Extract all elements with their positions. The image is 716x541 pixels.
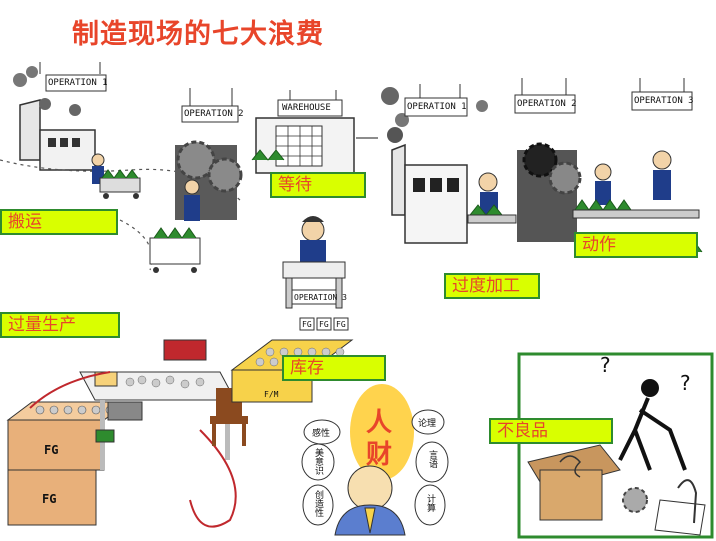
sign-op2-right-text: OPERATION 2 [517,99,577,109]
warehouse-building [251,90,355,174]
factory-op1-right [391,143,468,244]
sign-op1-right-text: OPERATION 1 [407,102,467,112]
fg-label-3: FG [336,320,346,329]
sign-op1-left [39,62,107,92]
gear-machine-op2-left [175,140,243,220]
talent-char-top: 人 [366,408,393,438]
svg-text:?: ? [600,353,611,377]
label-inventory: 库存 [282,355,386,381]
trait-sensibility: 感性 [312,429,331,439]
fg-label-1: FG [302,320,312,329]
fg-crates [6,401,130,526]
worker-with-cart-2 [149,179,201,273]
workbench-parts [79,339,236,470]
fg-label-2: FG [319,320,329,329]
label-motion: 动作 [574,232,698,258]
trait-creativity: 创造性 [313,490,323,517]
talent-figure [301,384,449,536]
trait-aesthetics: 美意识 [313,448,323,475]
over-processing-worker [467,172,517,224]
sign-op2-right [514,78,576,114]
worker-with-cart [91,153,141,199]
waiting-worker-desk [282,216,349,331]
label-defects: 不良品 [489,418,613,444]
sign-op2-left-text: OPERATION 2 [184,109,244,119]
sign-op3-right [631,78,693,111]
fg-crate-label-2: FG [42,492,57,506]
fg-crate-label-1: FG [44,443,59,457]
defects-scene: ? ? [527,353,706,536]
sign-op2-left [181,88,239,123]
trait-logic: 论理 [418,419,437,429]
defects-frame [517,352,714,539]
talent-char-bottom: 财 [366,440,393,470]
sign-op3-right-text: OPERATION 3 [634,96,694,106]
trait-calculation: 计算 [425,494,435,512]
sign-op1-left-text: OPERATION 1 [48,78,108,88]
label-transport: 搬运 [0,209,118,235]
label-waiting: 等待 [270,172,366,198]
factory-op1-left [13,66,96,171]
gear-machine-op2-right [517,142,582,242]
sign-op1-right [404,84,468,117]
motion-workers [572,150,703,253]
label-over-production: 过量生产 [0,312,120,338]
trait-language: 言语 [427,450,437,468]
page-title: 制造现场的七大浪费 [72,19,324,50]
label-over-processing: 过度加工 [444,273,540,299]
fm-crate-label: F/M [264,390,279,399]
svg-text:?: ? [680,371,691,395]
sign-warehouse-text: WAREHOUSE [282,103,331,113]
sign-op3-desk-text: OPERATION 3 [294,293,347,302]
